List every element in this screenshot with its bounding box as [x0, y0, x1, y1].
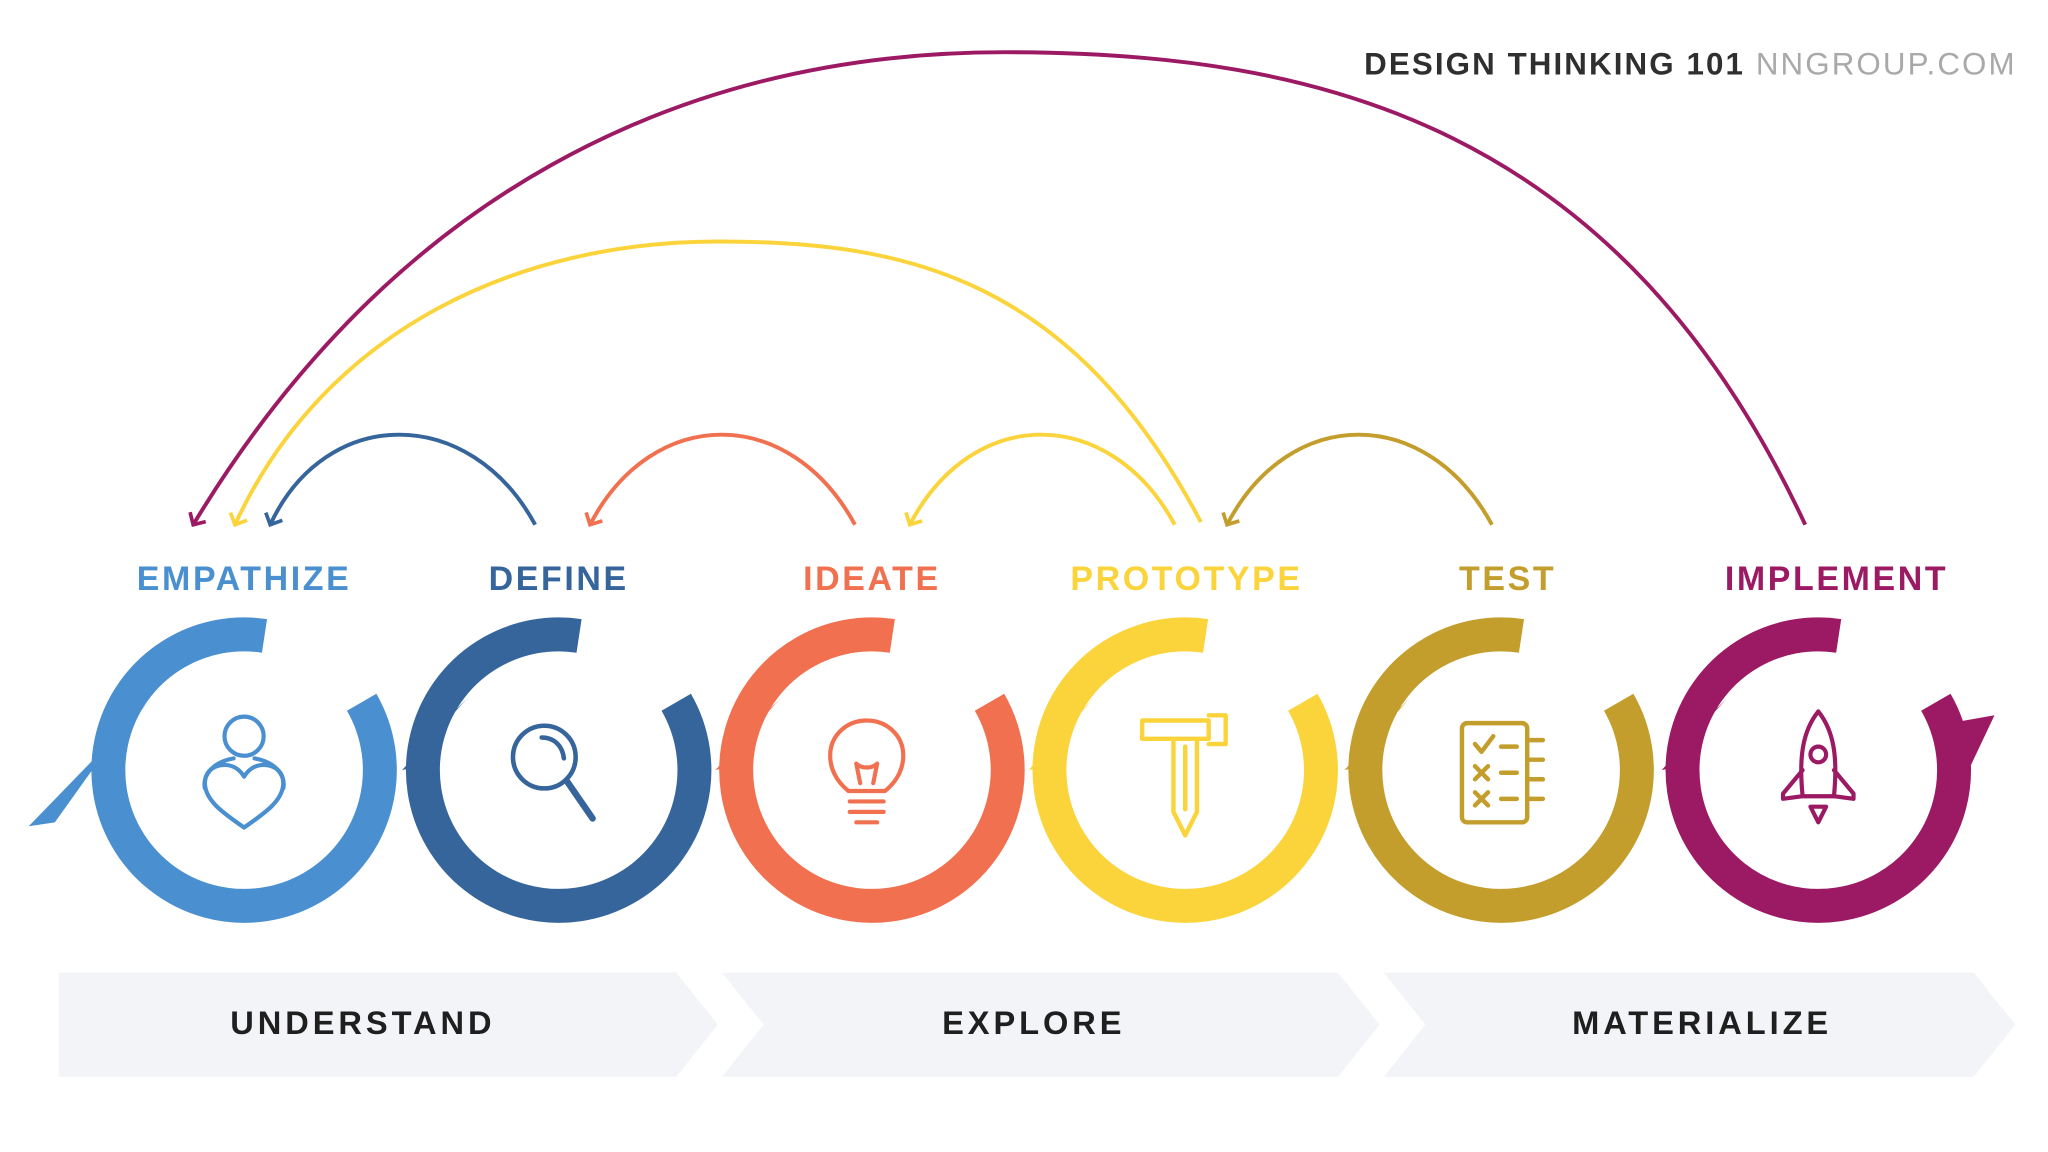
- rocket-icon: [1780, 709, 1856, 825]
- feedback-arrow-implement-to-empathize: [188, 50, 1808, 527]
- feedback-arrow-prototype-to-ideate: [904, 432, 1177, 528]
- phase-label-understand: UNDERSTAND: [230, 1005, 496, 1042]
- stage-label-test: TEST: [1459, 558, 1557, 598]
- stage-label-prototype: PROTOTYPE: [1070, 558, 1303, 598]
- stage-ring-ideate: [715, 617, 1025, 923]
- phase-bar-explore: [721, 972, 1380, 1077]
- person-heart-icon: [202, 714, 286, 830]
- page-heading: DESIGN THINKING 101 NNGROUP.COM: [1364, 47, 2017, 84]
- feedback-arrow-test-to-prototype: [1221, 432, 1494, 528]
- feedback-arrow-define-to-empathize: [264, 432, 537, 528]
- feedback-arrow-ideate-to-define: [584, 432, 857, 528]
- heading-title: DESIGN THINKING 101: [1364, 46, 1746, 83]
- magnifier-icon: [510, 723, 596, 822]
- phase-label-explore: EXPLORE: [942, 1005, 1126, 1042]
- phase-bar-materialize: [1383, 972, 2016, 1077]
- hammer-pencil-icon: [1139, 713, 1228, 838]
- stage-label-ideate: IDEATE: [803, 558, 941, 598]
- phase-bar-understand: [58, 972, 718, 1077]
- stage-label-define: DEFINE: [488, 558, 629, 598]
- stage-label-empathize: EMPATHIZE: [136, 558, 352, 598]
- phase-label-materialize: MATERIALIZE: [1572, 1005, 1833, 1042]
- lightbulb-icon: [828, 718, 906, 825]
- heading-source: NNGROUP.COM: [1755, 46, 2017, 83]
- stage-ring-empathize: [28, 617, 397, 923]
- stage-ring-implement: [1661, 617, 1995, 923]
- feedback-arrow-prototype-to-empathize: [228, 239, 1203, 528]
- stage-label-implement: IMPLEMENT: [1724, 558, 1949, 598]
- stage-ring-test: [1344, 617, 1654, 923]
- stage-ring-define: [402, 617, 712, 923]
- checklist-icon: [1459, 720, 1546, 825]
